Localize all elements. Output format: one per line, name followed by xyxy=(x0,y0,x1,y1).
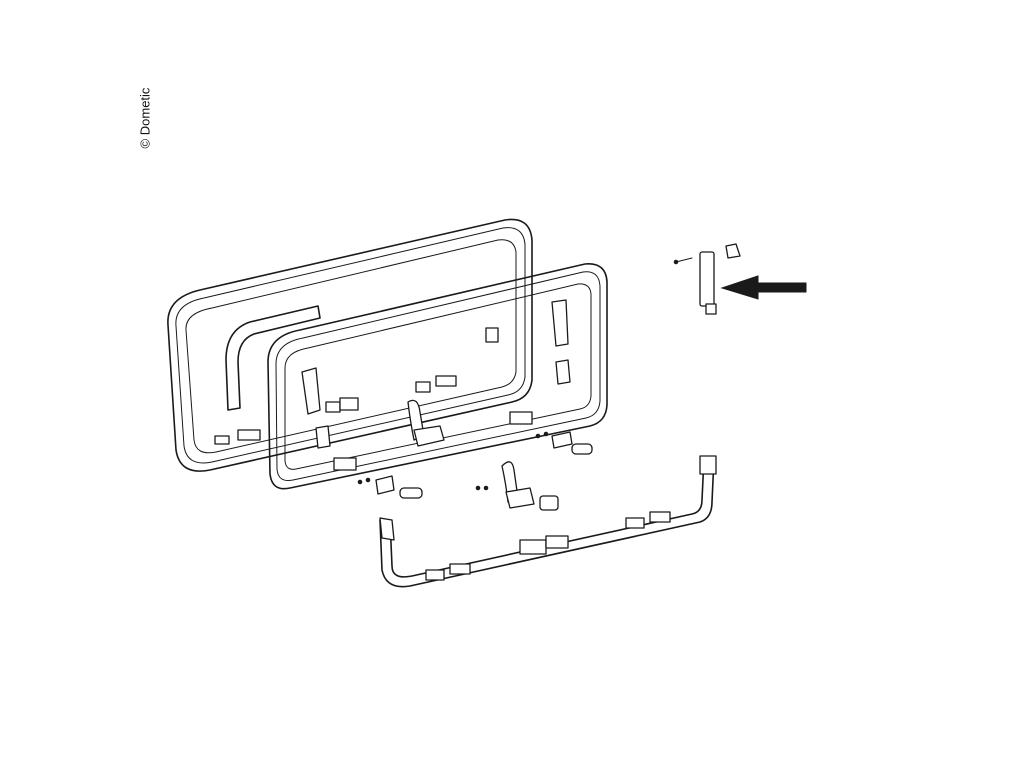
fittings xyxy=(357,431,593,511)
arrow-left-icon xyxy=(720,275,807,300)
inner-sash xyxy=(267,263,608,490)
outer-frame xyxy=(167,218,533,472)
stay-part xyxy=(673,243,741,315)
bottom-rail xyxy=(379,455,717,588)
